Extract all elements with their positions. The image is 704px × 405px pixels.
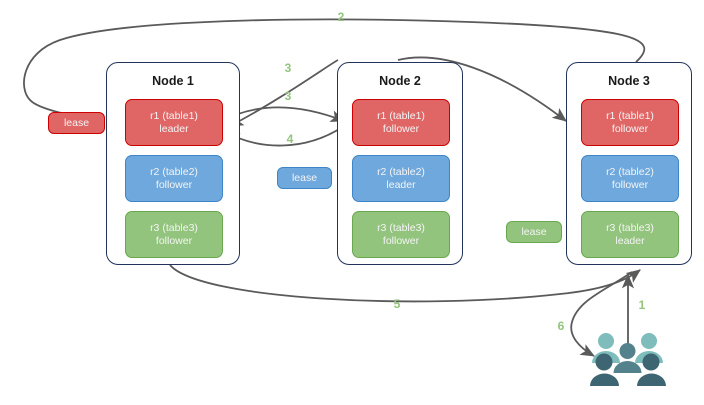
replica-box[interactable]: r2 (table2) follower: [125, 155, 223, 202]
node-title: Node 1: [152, 74, 194, 88]
step-label-3-lower: 3: [284, 89, 292, 103]
arrow-step-3b: [221, 106, 346, 122]
replica-box[interactable]: r1 (table1) follower: [352, 99, 450, 146]
replica-role: follower: [382, 234, 420, 247]
users-icon: [589, 332, 667, 390]
node-container-3[interactable]: Node 3 r1 (table1) follower r2 (table2) …: [566, 62, 692, 265]
lease-badge-green[interactable]: lease: [506, 221, 562, 243]
replica-box[interactable]: r2 (table2) follower: [581, 155, 679, 202]
node-title: Node 3: [608, 74, 650, 88]
node-container-1[interactable]: Node 1 r1 (table1) leader r2 (table2) fo…: [106, 62, 240, 265]
replica-name: r1 (table1): [150, 109, 198, 122]
step-label-2: 2: [337, 10, 345, 24]
replica-role: follower: [155, 234, 193, 247]
replica-name: r1 (table1): [606, 109, 654, 122]
replica-role: follower: [611, 122, 649, 135]
replica-role: follower: [155, 178, 193, 191]
replica-box[interactable]: r3 (table3) follower: [125, 211, 223, 258]
replica-name: r3 (table3): [150, 221, 198, 234]
lease-badge-red[interactable]: lease: [48, 112, 105, 134]
replica-role: leader: [615, 234, 645, 247]
step-label-3-upper: 3: [284, 61, 292, 75]
replica-role: leader: [159, 122, 189, 135]
node-title: Node 2: [379, 74, 421, 88]
user-figure-middle: [613, 343, 642, 373]
replica-name: r2 (table2): [606, 165, 654, 178]
replica-box[interactable]: r3 (table3) leader: [581, 211, 679, 258]
replica-box[interactable]: r1 (table1) follower: [581, 99, 679, 146]
replica-role: follower: [611, 178, 649, 191]
users-icon-svg: [590, 333, 666, 386]
arrow-step-5: [169, 264, 641, 303]
replica-name: r3 (table3): [377, 221, 425, 234]
replica-name: r2 (table2): [377, 165, 425, 178]
user-figure-front-right: [637, 353, 666, 386]
step-label-6: 6: [557, 319, 565, 333]
replica-role: follower: [382, 122, 420, 135]
replica-name: r1 (table1): [377, 109, 425, 122]
replica-box[interactable]: r1 (table1) leader: [125, 99, 223, 146]
node-container-2[interactable]: Node 2 r1 (table1) follower r2 (table2) …: [337, 62, 463, 265]
replica-name: r3 (table3): [606, 221, 654, 234]
replica-box[interactable]: r3 (table3) follower: [352, 211, 450, 258]
step-label-4: 4: [286, 132, 294, 146]
step-label-5: 5: [393, 297, 401, 311]
lease-badge-blue[interactable]: lease: [277, 167, 332, 189]
replica-name: r2 (table2): [150, 165, 198, 178]
replica-role: leader: [386, 178, 416, 191]
user-figure-front-left: [590, 353, 619, 386]
step-label-1: 1: [638, 298, 646, 312]
replica-box[interactable]: r2 (table2) leader: [352, 155, 450, 202]
